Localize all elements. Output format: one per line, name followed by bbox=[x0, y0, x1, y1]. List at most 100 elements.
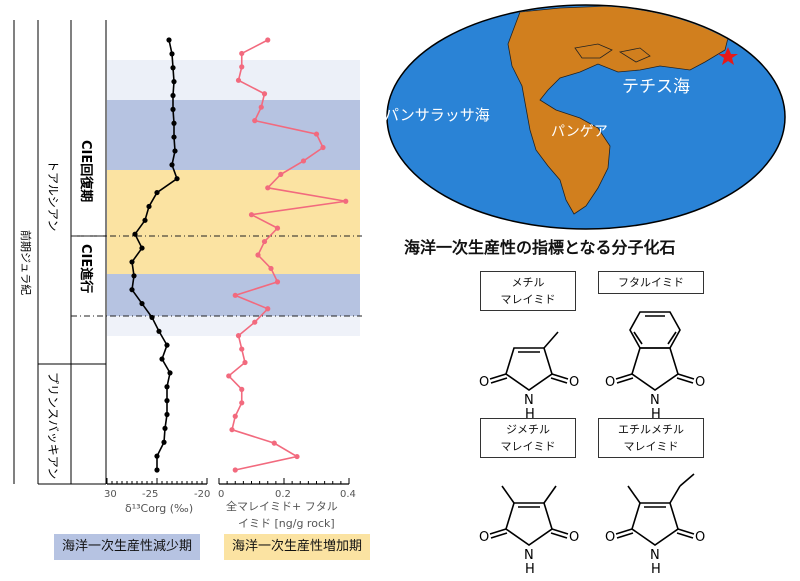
atom-o: O bbox=[605, 375, 615, 390]
maleimide-point bbox=[274, 279, 281, 285]
band-blue-upper bbox=[107, 100, 360, 170]
d13c-point bbox=[171, 134, 177, 140]
conc-tick-02: 0.2 bbox=[275, 489, 291, 500]
d13c-point bbox=[172, 148, 178, 154]
maleimide-point bbox=[300, 158, 307, 164]
maleimide-point bbox=[239, 64, 245, 70]
d13c-point bbox=[169, 51, 175, 57]
d13c-point bbox=[164, 342, 170, 348]
maleimide-point bbox=[261, 238, 268, 245]
conc-axis-label-2: イミド [ng/g rock] bbox=[238, 517, 335, 530]
epoch-label: 前期ジュラ紀 bbox=[19, 230, 33, 295]
d13c-tick-25: -25 bbox=[142, 489, 158, 500]
methylmaleimide-box: メチル マレイミド bbox=[480, 271, 576, 311]
ethylmethylmaleimide-name-1: エチルメチル bbox=[618, 423, 684, 436]
maleimide-series bbox=[226, 37, 349, 473]
atom-h: H bbox=[525, 407, 535, 422]
maleimide-point bbox=[252, 319, 258, 325]
d13c-point bbox=[129, 287, 135, 293]
band-yellow bbox=[107, 170, 360, 274]
methylmaleimide-name-1: メチル bbox=[511, 276, 545, 289]
maleimide-point bbox=[232, 467, 238, 473]
atom-o: O bbox=[695, 375, 705, 390]
ethylmethylmaleimide-name-2: マレイミド bbox=[623, 440, 679, 453]
atom-o: O bbox=[695, 530, 705, 545]
maleimide-point bbox=[265, 37, 271, 43]
d13c-point bbox=[161, 439, 167, 445]
maleimide-point bbox=[265, 185, 271, 191]
maleimide-point bbox=[239, 346, 245, 352]
maleimide-point bbox=[320, 144, 326, 151]
atom-o: O bbox=[569, 530, 579, 545]
d13c-point bbox=[167, 370, 173, 376]
methylmaleimide-name-2: マレイミド bbox=[500, 293, 556, 306]
maleimide-point bbox=[274, 225, 281, 231]
maleimide-point bbox=[239, 50, 245, 57]
d13c-point bbox=[131, 273, 137, 279]
d13c-point bbox=[174, 176, 180, 182]
dimethylmaleimide-box: ジメチル マレイミド bbox=[480, 418, 576, 458]
d13c-point bbox=[149, 314, 155, 321]
d13c-point bbox=[169, 162, 175, 168]
conc-axis-label-1: 全マレイミド+ フタル bbox=[226, 499, 338, 513]
atom-n: N bbox=[524, 393, 534, 408]
pangaea-landmass bbox=[507, 6, 731, 215]
maleimide-point bbox=[294, 453, 300, 460]
phthalimide-structure bbox=[615, 311, 695, 391]
maleimide-point bbox=[252, 118, 258, 124]
d13c-point bbox=[171, 79, 177, 85]
maleimide-point bbox=[343, 198, 349, 204]
maleimide-point bbox=[239, 400, 245, 406]
atom-n: N bbox=[650, 548, 660, 563]
conc-tick-04: 0.4 bbox=[340, 489, 356, 500]
legend-increase: 海洋一次生産性増加期 bbox=[224, 534, 371, 560]
maleimide-point bbox=[278, 171, 284, 177]
stage-toarcian: トアルシアン bbox=[46, 160, 60, 231]
dimethylmaleimide-name-1: ジメチル bbox=[506, 423, 550, 436]
d13c-point bbox=[146, 203, 152, 210]
pangaea-label: パンゲア bbox=[551, 124, 608, 140]
maleimide-point bbox=[242, 359, 248, 366]
maleimide-point bbox=[268, 265, 274, 272]
maleimide-point bbox=[226, 373, 232, 379]
conc-tick-0: 0 bbox=[218, 489, 224, 500]
stage-pliensbachian: プリンスバッキアン bbox=[46, 372, 60, 479]
cie-onset-label: CIE進行 bbox=[78, 244, 94, 293]
d13c-point bbox=[166, 37, 172, 43]
atom-h: H bbox=[525, 562, 535, 577]
molecules bbox=[489, 311, 695, 546]
d13c-point bbox=[139, 245, 145, 251]
phthalimide-box: フタルイミド bbox=[598, 271, 704, 294]
d13c-point bbox=[170, 92, 176, 99]
d13c-axis-label: δ¹³Corg (‰) bbox=[125, 502, 193, 515]
d13c-point bbox=[129, 259, 135, 265]
star-icon bbox=[718, 47, 738, 65]
d13c-point bbox=[154, 467, 160, 473]
maleimide-point bbox=[313, 131, 320, 137]
maleimide-point bbox=[232, 292, 238, 298]
cie-boundaries bbox=[71, 235, 362, 317]
maleimide-point bbox=[235, 333, 242, 339]
conc-axis bbox=[218, 478, 350, 485]
maleimide-point bbox=[248, 212, 255, 218]
maleimide-point bbox=[255, 252, 261, 258]
d13c-point bbox=[170, 65, 176, 71]
ethylmethylmaleimide-box: エチルメチル マレイミド bbox=[598, 418, 704, 458]
phthalimide-name: フタルイミド bbox=[618, 276, 684, 289]
d13c-point bbox=[164, 411, 170, 418]
d13c-point bbox=[164, 398, 170, 404]
d13c-point bbox=[170, 106, 176, 112]
cie-recovery-label: CIE回復期 bbox=[78, 140, 94, 202]
d13c-tick-30: 30 bbox=[104, 489, 117, 500]
ethylmethylmaleimide-structure bbox=[615, 473, 695, 546]
dimethylmaleimide-structure bbox=[489, 485, 569, 546]
d13c-point bbox=[132, 231, 138, 237]
d13c-point bbox=[171, 120, 177, 126]
maleimide-point bbox=[265, 306, 271, 312]
atom-o: O bbox=[479, 375, 489, 390]
atom-o: O bbox=[479, 530, 489, 545]
d13c-tick-20: -20 bbox=[194, 489, 210, 500]
methylmaleimide-structure bbox=[489, 331, 569, 391]
d13c-series bbox=[129, 37, 180, 473]
d13c-axis bbox=[106, 478, 208, 485]
